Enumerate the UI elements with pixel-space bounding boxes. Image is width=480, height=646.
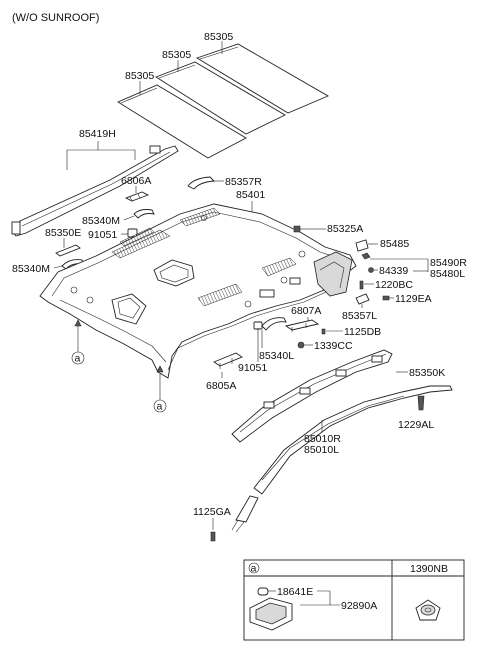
clip-85490R <box>361 252 371 260</box>
callout-a-left <box>71 351 85 365</box>
label-1229AL: 1229AL <box>398 419 434 431</box>
callout-a-left-text: a <box>75 353 81 365</box>
clip-85325A <box>293 225 301 233</box>
diagram-title: (W/O SUNROOF) <box>12 12 99 24</box>
label-91051-b: 91051 <box>238 362 267 374</box>
roof-pad-3 <box>195 43 330 114</box>
label-85010R: 85010R <box>304 433 341 445</box>
label-85419H: 85419H <box>79 128 116 140</box>
label-85325A: 85325A <box>327 223 363 235</box>
curtain-airbag-85010 <box>231 349 453 533</box>
label-85357R: 85357R <box>225 176 262 188</box>
bracket-85350E <box>55 244 81 257</box>
headliner-85401 <box>39 203 357 379</box>
bolt-1220BC <box>359 280 364 290</box>
label-6807A: 6807A <box>291 305 321 317</box>
roof-pad-1 <box>117 84 247 159</box>
label-1125GA: 1125GA <box>193 506 231 518</box>
label-85401: 85401 <box>236 189 265 201</box>
label-91051-a: 91051 <box>88 229 117 241</box>
clip-85485 <box>355 239 369 252</box>
inset-table: a 1390NB 18641E 92890A <box>243 559 465 641</box>
bolt-1125GA <box>210 531 216 542</box>
bracket-6805A <box>213 352 243 367</box>
label-85340M-b: 85340M <box>12 263 50 275</box>
rear-trim-85490R <box>313 251 353 297</box>
label-85010L: 85010L <box>304 444 339 456</box>
bracket-6806A <box>124 191 150 202</box>
label-1220BC: 1220BC <box>375 279 413 291</box>
label-6805A: 6805A <box>206 380 236 392</box>
bolt-1125DB <box>321 328 326 335</box>
roof-pad-2 <box>155 61 286 135</box>
label-6806A: 6806A <box>121 175 151 187</box>
label-85350E: 85350E <box>45 227 81 239</box>
label-85357L: 85357L <box>342 310 377 322</box>
screw-1129EA <box>382 295 390 301</box>
label-85485: 85485 <box>380 238 409 250</box>
clip-91051-b <box>253 321 263 330</box>
roof-pad-85305-group <box>117 43 330 159</box>
label-85340M-a: 85340M <box>82 215 120 227</box>
label-85305-c: 85305 <box>125 70 154 82</box>
label-85305-a: 85305 <box>204 31 233 43</box>
retainer-85357L <box>355 293 370 305</box>
assist-handle-85340M-a <box>133 209 155 219</box>
bolt-1229AL <box>417 395 425 411</box>
screw-84339 <box>368 267 374 273</box>
bulb-18641E <box>257 587 269 596</box>
label-85350K: 85350K <box>409 367 445 379</box>
label-1129EA: 1129EA <box>395 293 432 305</box>
label-85340L: 85340L <box>259 350 294 362</box>
inset-callout-a-text: a <box>251 563 257 575</box>
callout-a-center-text: a <box>157 401 163 413</box>
side-trim-85419H <box>11 145 179 237</box>
label-85480L: 85480L <box>430 268 465 280</box>
callout-a-center <box>153 399 167 413</box>
label-18641E: 18641E <box>277 586 313 598</box>
label-92890A: 92890A <box>341 600 377 612</box>
inset-callout-a <box>248 562 260 574</box>
label-85490R: 85490R <box>430 257 467 269</box>
label-85305-b: 85305 <box>162 49 191 61</box>
label-84339: 84339 <box>379 265 408 277</box>
label-1125DB: 1125DB <box>344 326 381 338</box>
assist-handle-85340L <box>261 317 287 331</box>
retainer-85357R <box>187 176 216 190</box>
clip-1339CC <box>297 341 305 349</box>
inset-header-1390NB: 1390NB <box>410 563 448 575</box>
bracket-6807A <box>284 319 320 331</box>
label-1339CC: 1339CC <box>314 340 353 352</box>
